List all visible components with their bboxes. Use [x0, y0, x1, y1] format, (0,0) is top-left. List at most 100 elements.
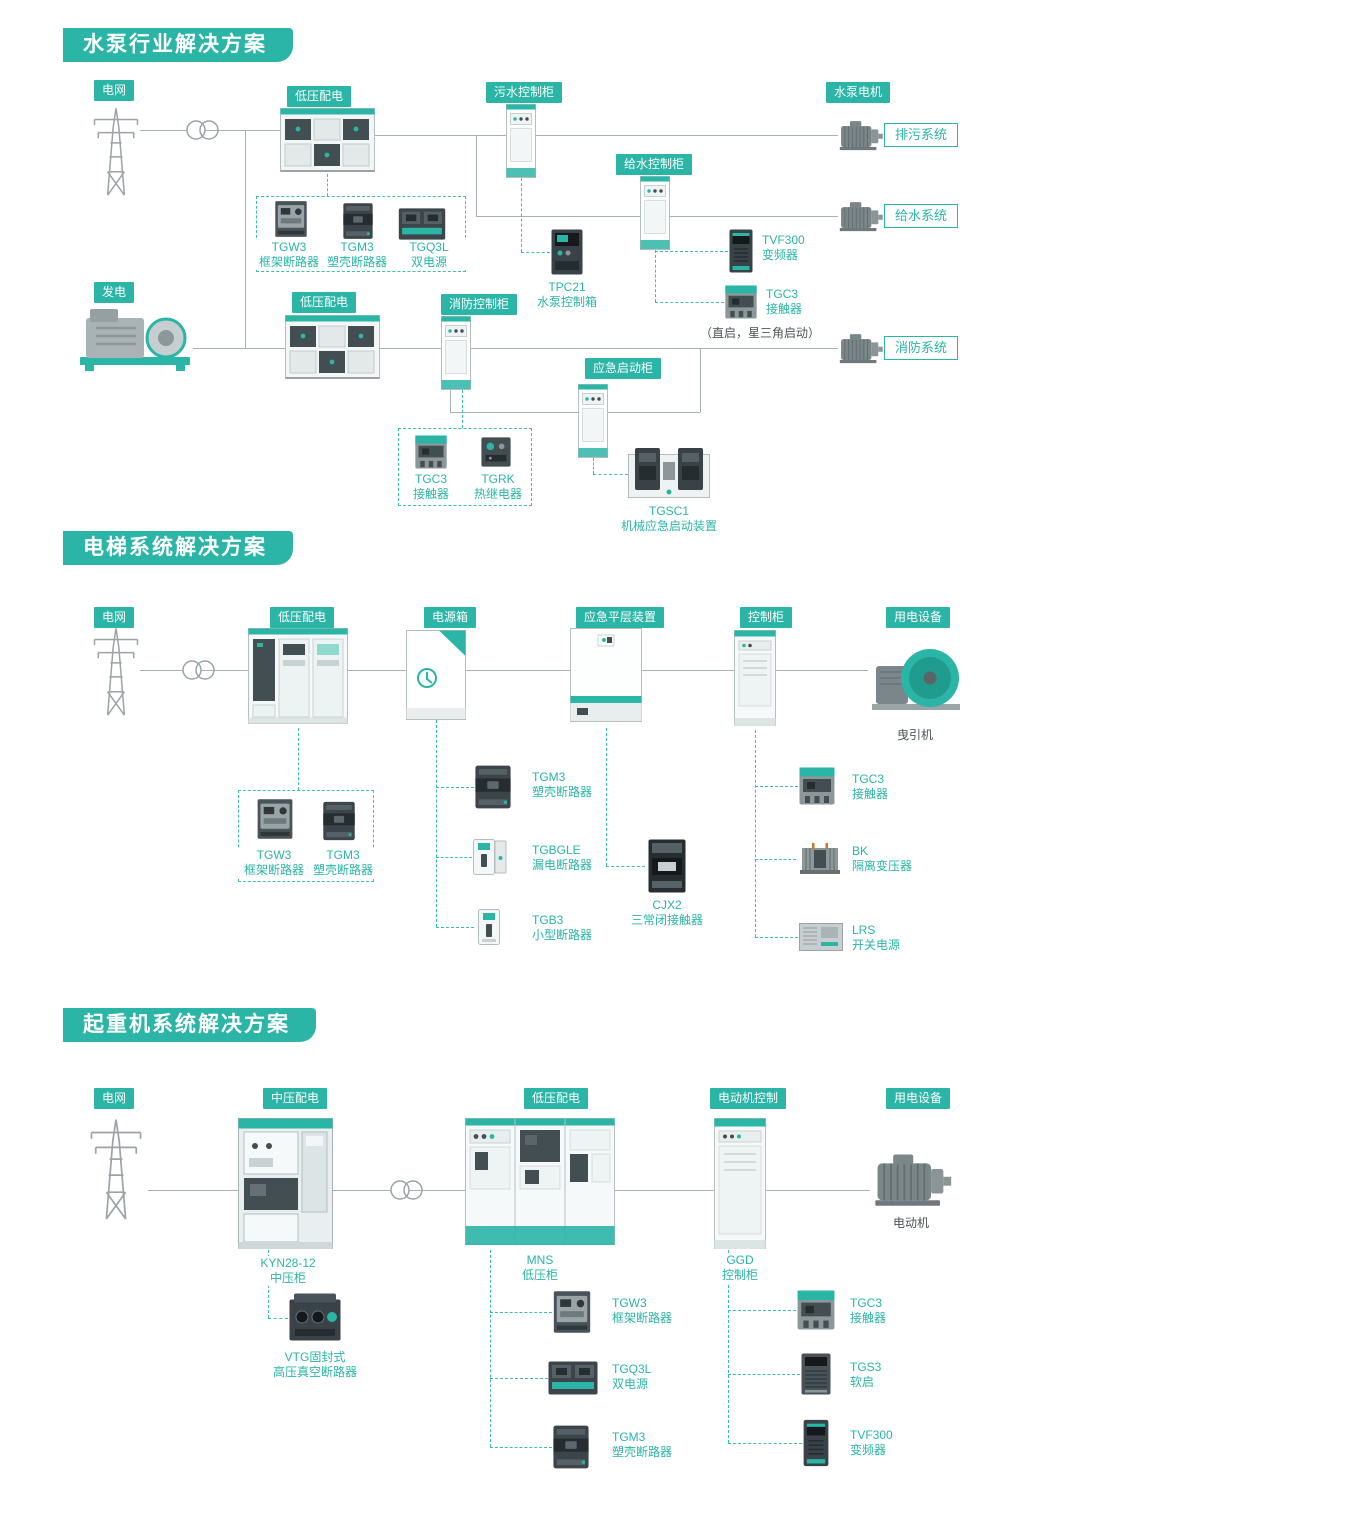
product-desc: 高压真空断路器 [272, 1365, 357, 1379]
dashed-wire [490, 1250, 491, 1447]
traction-machine-icon [868, 638, 963, 720]
water-supply-control-cabinet [640, 176, 670, 250]
product-desc: 接触器 [852, 787, 889, 801]
product-tgb3-icon [474, 908, 504, 946]
contactor-products-box [398, 428, 532, 506]
wire [245, 130, 246, 348]
dashed-wire [268, 1318, 288, 1319]
product-desc: 三常闭接触器 [630, 913, 703, 927]
product-name: TGM3 [532, 770, 566, 784]
product-desc: 接触器 [850, 1311, 887, 1325]
product-name: TGS3 [850, 1360, 882, 1374]
fire-cabinet-tag: 消防控制柜 [441, 294, 518, 315]
product-desc: 变频器 [762, 248, 799, 262]
lv-distribution-tag: 低压配电 [292, 292, 357, 313]
electric-motor-icon [868, 1150, 954, 1208]
dashed-wire [490, 1378, 548, 1379]
product-label-vtg: VTG固封式高压真空断路器 [240, 1350, 390, 1380]
product-name: BK [852, 844, 869, 858]
wire [466, 670, 570, 671]
product-tgc3-icon [798, 766, 836, 806]
transformer-icon [180, 659, 218, 681]
dashed-wire [755, 730, 756, 937]
dashed-wire [728, 1443, 802, 1444]
section3-banner: 起重机系统解决方案 [63, 1008, 316, 1042]
generator-tag: 发电 [94, 282, 135, 303]
product-name: CJX2 [652, 898, 682, 912]
product-name: TGW3 [271, 240, 307, 254]
ggd-control-cabinet [714, 1118, 766, 1250]
product-name: TGQ3L [612, 1362, 652, 1376]
product-name: TGM3 [340, 240, 374, 254]
mv-switchgear-cabinet [238, 1118, 333, 1250]
wire [450, 412, 578, 413]
product-desc: 水泵控制箱 [536, 295, 597, 309]
product-name: TGC3 [850, 1296, 883, 1310]
product-tgm3-icon [342, 202, 374, 240]
cabinet-name: KYN28-12 [260, 1256, 316, 1270]
pump-motor-icon [836, 331, 884, 365]
breaker-products-box [238, 790, 374, 882]
product-desc: 软启 [850, 1375, 875, 1389]
product-desc: 双电源 [410, 255, 447, 269]
transmission-tower-icon [88, 98, 144, 198]
product-lrs-icon [798, 922, 844, 952]
emergency-start-cabinet [578, 384, 608, 458]
product-tgrk-icon [480, 436, 512, 468]
control-cabinet-tag: 控制柜 [740, 607, 793, 628]
emergency-cabinet-tag: 应急启动柜 [585, 358, 662, 379]
product-tgm3-icon [552, 1424, 590, 1470]
leveling-device-tag: 应急平层装置 [576, 607, 665, 628]
product-name: TGM3 [612, 1430, 646, 1444]
product-tgsc1-icon [628, 446, 710, 500]
transformer-icon [388, 1179, 426, 1201]
product-name: LRS [852, 923, 876, 937]
product-desc: 塑壳断路器 [612, 1445, 673, 1459]
product-desc: 塑壳断路器 [326, 255, 387, 269]
supply-system-box: 给水系统 [884, 204, 959, 228]
fire-system-box: 消防系统 [884, 336, 959, 360]
dashed-wire [490, 1312, 552, 1313]
wire [450, 390, 451, 412]
product-tvf300-icon [728, 228, 754, 274]
pump-motor-icon [836, 199, 884, 233]
dashed-wire [755, 937, 798, 938]
motor-control-tag: 电动机控制 [710, 1088, 787, 1109]
cabinet-desc: 低压柜 [521, 1268, 558, 1282]
product-tgc3-icon [724, 284, 758, 320]
grid-tag: 电网 [94, 1088, 135, 1109]
control-cabinet [734, 630, 776, 730]
wire [700, 348, 701, 412]
product-desc: 塑壳断路器 [532, 785, 593, 799]
sewage-cabinet-tag: 污水控制柜 [486, 82, 563, 103]
lv-distribution-cabinet [248, 628, 348, 728]
product-name: TVF300 [850, 1428, 893, 1442]
lv-distribution-tag: 低压配电 [270, 607, 335, 628]
lv-distribution-tag: 低压配电 [524, 1088, 589, 1109]
product-tpc21-icon [550, 228, 584, 276]
emergency-leveling-device [570, 628, 642, 728]
dashed-wire [436, 857, 472, 858]
product-tgw3-icon [256, 798, 294, 840]
lv-distribution-tag: 低压配电 [287, 86, 352, 107]
product-name: TGC3 [414, 472, 447, 486]
product-tgbgle-icon [472, 838, 508, 876]
product-desc: 机械应急启动装置 [620, 519, 717, 533]
wire [766, 1190, 870, 1191]
product-tgm3-icon [474, 764, 512, 810]
mv-distribution-tag: 中压配电 [263, 1088, 328, 1109]
traction-machine-label: 曳引机 [880, 728, 950, 743]
